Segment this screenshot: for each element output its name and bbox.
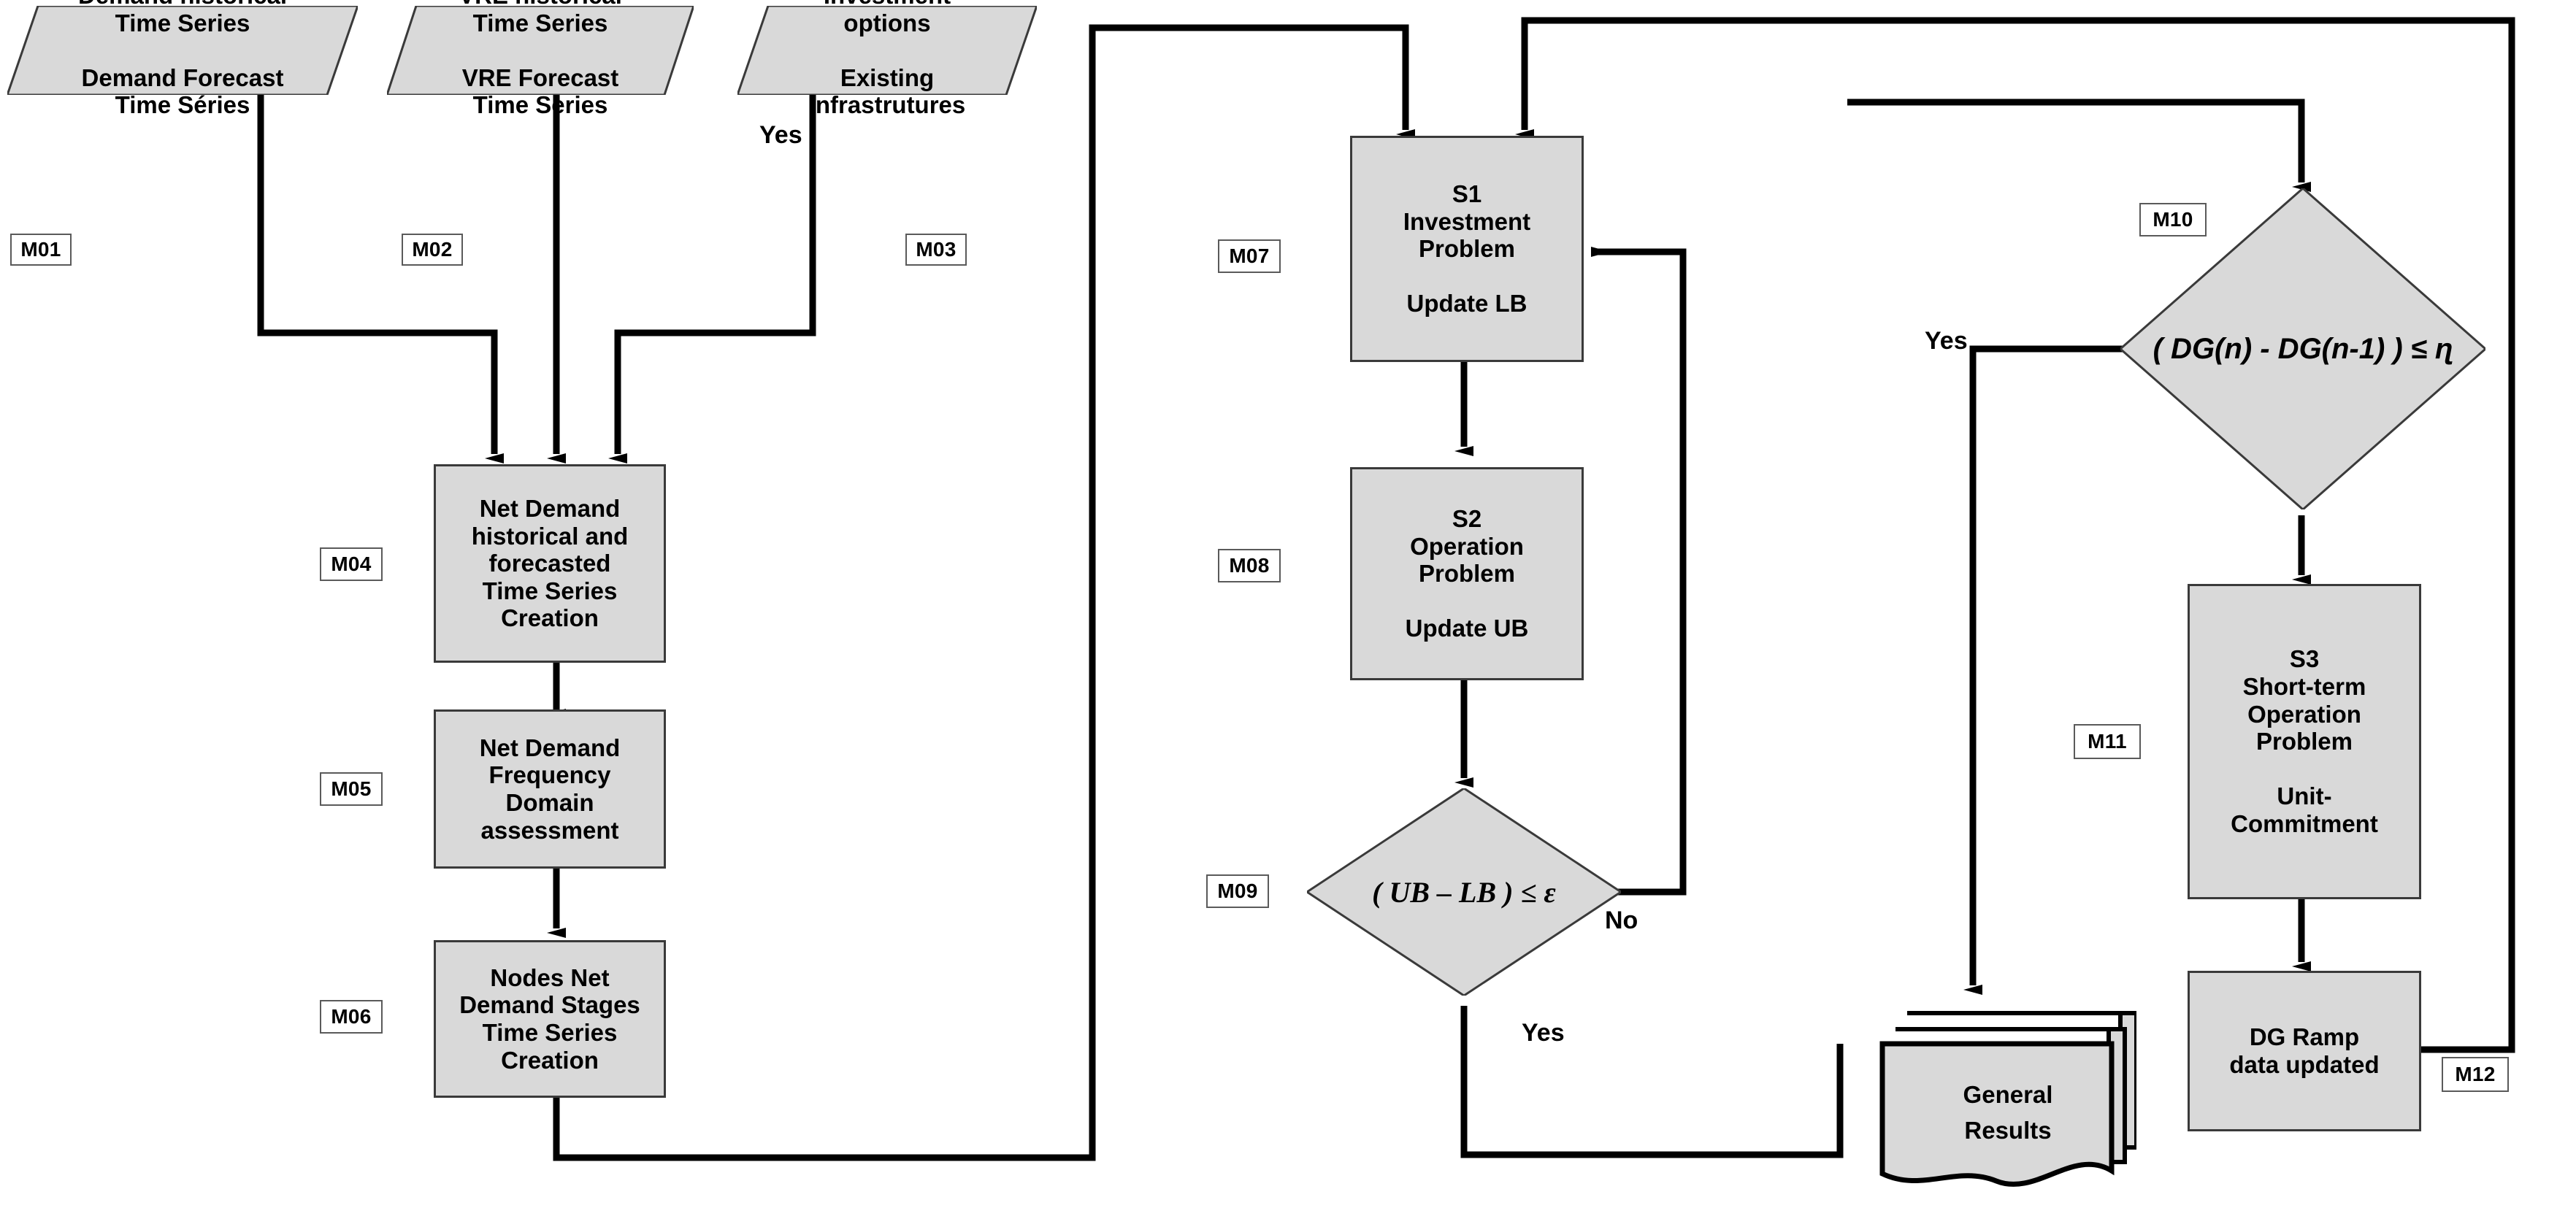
edge-label-no-m09: No bbox=[1605, 907, 1638, 934]
tag-m10: M10 bbox=[2139, 203, 2207, 236]
tag-m07: M07 bbox=[1218, 239, 1281, 273]
node-m10[interactable]: ( DG(n) - DG(n-1) ) ≤ ɳ bbox=[2120, 188, 2485, 509]
edge-label-yes-m09: Yes bbox=[1522, 1019, 1565, 1047]
node-m08[interactable]: S2 Operation Problem Update UB bbox=[1350, 467, 1584, 680]
node-m07[interactable]: S1 Investment Problem Update LB bbox=[1350, 136, 1584, 362]
node-m10-label: ( DG(n) - DG(n-1) ) ≤ ɳ bbox=[2153, 332, 2453, 365]
node-m03[interactable]: Investment options Existing infrastrutur… bbox=[737, 0, 1037, 118]
tag-m02: M02 bbox=[402, 234, 463, 266]
edge-m12-to-s1 bbox=[1515, 17, 2515, 1053]
edge-to-m10 bbox=[1847, 99, 2311, 192]
node-m04-label: Net Demand historical and forecasted Tim… bbox=[471, 494, 629, 632]
tag-m04-label: M04 bbox=[331, 553, 372, 575]
tag-m06: M06 bbox=[320, 1000, 383, 1034]
node-m08-label: S2 Operation Problem Update UB bbox=[1405, 504, 1529, 642]
node-m05-label: Net Demand Frequency Domain assessment bbox=[479, 734, 621, 844]
node-m12-label: DG Ramp data updated bbox=[2229, 1023, 2380, 1078]
tag-m07-label: M07 bbox=[1229, 245, 1270, 267]
tag-m01: M01 bbox=[10, 234, 72, 266]
edge-label-yes-m03: Yes bbox=[759, 121, 802, 149]
edge-m09-yes bbox=[1460, 1006, 1844, 1158]
edge-m01-to-m04 bbox=[257, 93, 504, 463]
node-m07-label: S1 Investment Problem Update LB bbox=[1403, 180, 1531, 318]
tag-m11-label: M11 bbox=[2088, 730, 2127, 753]
tag-m12: M12 bbox=[2442, 1057, 2509, 1092]
tag-m05: M05 bbox=[320, 772, 383, 806]
node-m06-label: Nodes Net Demand Stages Time Series Crea… bbox=[459, 963, 640, 1074]
edge-m10-yes-to-results bbox=[1963, 345, 2135, 995]
tag-m08: M08 bbox=[1218, 549, 1281, 582]
node-m04[interactable]: Net Demand historical and forecasted Tim… bbox=[434, 464, 666, 663]
parallelogram-shape bbox=[737, 6, 1037, 95]
tag-m10-label: M10 bbox=[2153, 208, 2193, 231]
node-m09[interactable]: ( UB – LB ) ≤ ε bbox=[1307, 788, 1621, 996]
node-m11[interactable]: S3 Short-term Operation Problem Unit- Co… bbox=[2188, 584, 2421, 899]
node-m05[interactable]: Net Demand Frequency Domain assessment bbox=[434, 709, 666, 869]
node-general-results[interactable]: General Results bbox=[1879, 1001, 2136, 1197]
tag-m01-label: M01 bbox=[20, 238, 61, 261]
tag-m03: M03 bbox=[905, 234, 967, 266]
node-m02-label: VRE historical Time Series VRE Forecast … bbox=[459, 0, 622, 119]
multidocument-shape bbox=[1879, 1011, 2136, 1187]
node-general-results-label: General Results bbox=[1963, 1080, 2053, 1144]
edge-m06-to-s1 bbox=[553, 24, 1415, 1161]
node-m03-label: Investment options Existing infrastrutur… bbox=[808, 0, 966, 119]
tag-m04: M04 bbox=[320, 547, 383, 581]
tag-m09: M09 bbox=[1206, 874, 1269, 908]
tag-m09-label: M09 bbox=[1217, 880, 1258, 902]
node-m01[interactable]: Demand historical Time Series Demand For… bbox=[7, 0, 358, 118]
diamond-shape bbox=[1307, 788, 1621, 996]
node-m02[interactable]: VRE historical Time Series VRE Forecast … bbox=[387, 0, 694, 118]
tag-m12-label: M12 bbox=[2455, 1063, 2496, 1085]
tag-m05-label: M05 bbox=[331, 777, 372, 800]
tag-m08-label: M08 bbox=[1229, 554, 1270, 577]
node-m12[interactable]: DG Ramp data updated bbox=[2188, 971, 2421, 1131]
diamond-shape bbox=[2120, 188, 2485, 509]
edge-m03-to-m04 bbox=[608, 93, 816, 463]
parallelogram-shape bbox=[387, 6, 694, 95]
tag-m02-label: M02 bbox=[412, 238, 453, 261]
node-m11-label: S3 Short-term Operation Problem Unit- Co… bbox=[2231, 645, 2378, 838]
tag-m03-label: M03 bbox=[916, 238, 957, 261]
parallelogram-shape bbox=[7, 6, 358, 95]
tag-m11: M11 bbox=[2074, 724, 2141, 759]
node-m09-label: ( UB – LB ) ≤ ε bbox=[1372, 875, 1556, 909]
node-m06[interactable]: Nodes Net Demand Stages Time Series Crea… bbox=[434, 940, 666, 1098]
tag-m06-label: M06 bbox=[331, 1005, 372, 1028]
node-m01-label: Demand historical Time Series Demand For… bbox=[78, 0, 287, 119]
edge-label-yes-m10: Yes bbox=[1925, 327, 1968, 355]
